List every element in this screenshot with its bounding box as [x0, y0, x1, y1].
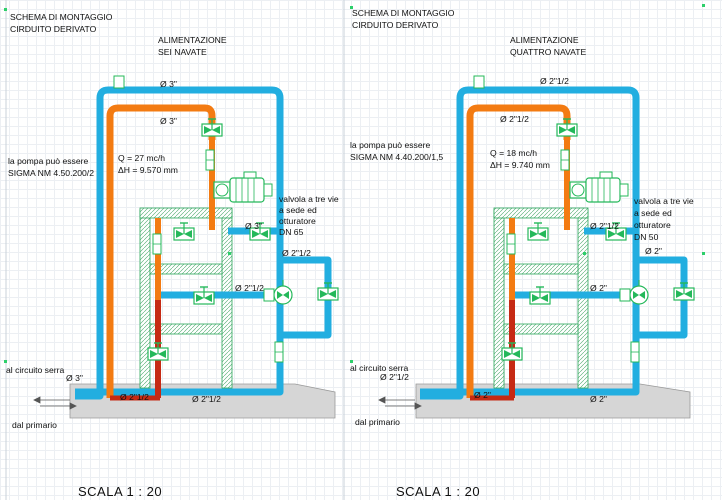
gate-valve-icon	[173, 222, 195, 241]
scale-label: SCALA 1 : 20	[78, 484, 162, 499]
valve-line1: valvola a tre vie	[279, 194, 339, 204]
dim-circuit: Ø 2"1/2	[380, 372, 409, 382]
pump-motor-icon	[213, 171, 273, 203]
flange-icon	[152, 233, 162, 255]
flow-h: ΔH = 9.740 mm	[490, 160, 550, 170]
gate-valve-icon	[193, 286, 215, 305]
gate-valve-icon	[317, 282, 339, 301]
dim-bottom-b: Ø 2"1/2	[192, 394, 221, 404]
dim-inner-top: Ø 3"	[160, 116, 177, 126]
feed-line1: ALIMENTAZIONE	[510, 35, 579, 45]
gate-valve-icon	[527, 222, 549, 241]
valve-line4: DN 65	[279, 227, 304, 237]
primary-label: dal primario	[355, 417, 400, 427]
arrow-icon	[33, 396, 77, 410]
valve-line4: DN 50	[634, 232, 659, 242]
valve-line2: a sede ed	[634, 208, 672, 218]
pump-line2: SIGMA NM 4.40.200/1,5	[350, 152, 443, 162]
flow-q: Q = 27 mc/h	[118, 153, 165, 163]
dim-branch: Ø 3"	[245, 221, 262, 231]
dim-top: Ø 3"	[160, 79, 177, 89]
supply-pipes	[420, 86, 688, 400]
title-line2: CIRDUITO DERIVATO	[10, 24, 97, 34]
valve-line3: otturatore	[279, 216, 316, 226]
scale-label: SCALA 1 : 20	[396, 484, 480, 499]
title-line1: SCHEMA DI MONTAGGIO	[352, 8, 455, 18]
flange-icon	[506, 233, 516, 255]
circuit-label: al circuito serra	[6, 365, 64, 375]
title-line1: SCHEMA DI MONTAGGIO	[10, 12, 113, 22]
dim-bottom-b: Ø 2"	[590, 394, 607, 404]
arrow-icon	[378, 396, 422, 410]
dim-bottom-a: Ø 2"1/2	[120, 392, 149, 402]
valve-line3: otturatore	[634, 220, 671, 230]
gate-valve-icon	[556, 118, 578, 137]
gate-valve-icon	[673, 282, 695, 301]
feed-line1: ALIMENTAZIONE	[158, 35, 227, 45]
flow-q: Q = 18 mc/h	[490, 148, 537, 158]
dim-mid: Ø 2"1/2	[235, 283, 264, 293]
air-vent-icon	[473, 75, 485, 89]
feed-line2: QUATTRO NAVATE	[510, 47, 586, 57]
dim-inner-top: Ø 2"1/2	[500, 114, 529, 124]
air-vent-icon	[113, 75, 125, 89]
valve-line2: a sede ed	[279, 205, 317, 215]
gate-valve-icon	[201, 118, 223, 137]
gate-valve-icon	[147, 342, 169, 361]
support-frame	[493, 207, 589, 389]
snap-markers	[4, 4, 705, 363]
dim-loop: Ø 2"1/2	[282, 248, 311, 258]
gate-valve-icon	[501, 342, 523, 361]
pump-motor-icon	[569, 171, 629, 203]
flange-icon	[274, 341, 284, 363]
flange-icon	[205, 149, 215, 171]
primary-label: dal primario	[12, 420, 57, 430]
dim-loop: Ø 2"	[645, 246, 662, 256]
circuit-label: al circuito serra	[350, 363, 408, 373]
support-frame	[139, 207, 233, 389]
title-line2: CIRDUITO DERIVATO	[352, 20, 439, 30]
pump-line2: SIGMA NM 4.50.200/2	[8, 168, 94, 178]
dim-mid: Ø 2"	[590, 283, 607, 293]
gate-valve-icon	[529, 286, 551, 305]
dim-circuit: Ø 3"	[66, 373, 83, 383]
flange-icon	[630, 341, 640, 363]
left-diagram: SCHEMA DI MONTAGGIO CIRDUITO DERIVATO AL…	[6, 12, 339, 499]
dim-bottom-a: Ø 2"	[474, 390, 491, 400]
dim-branch: Ø 2"1/2	[590, 221, 619, 231]
valve-line1: valvola a tre vie	[634, 196, 694, 206]
dim-top: Ø 2"1/2	[540, 76, 569, 86]
feed-line2: SEI NAVATE	[158, 47, 207, 57]
flow-h: ΔH = 9.570 mm	[118, 165, 178, 175]
right-diagram: SCHEMA DI MONTAGGIO CIRDUITO DERIVATO AL…	[350, 8, 695, 499]
pump-line1: la pompa può essere	[8, 156, 88, 166]
flange-icon	[560, 149, 570, 171]
pump-line1: la pompa può essere	[350, 140, 430, 150]
